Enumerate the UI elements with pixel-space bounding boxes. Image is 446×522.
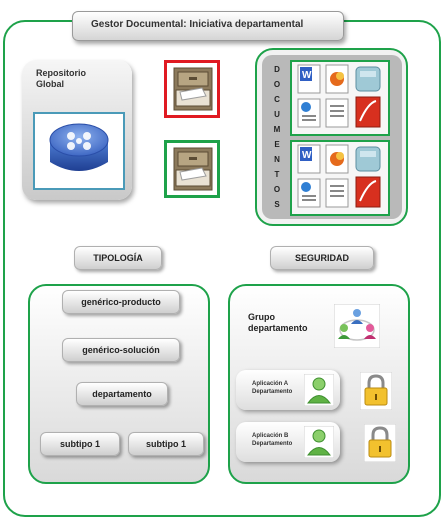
documents-vertical-label: D O C U M E N T O S (268, 62, 286, 212)
svg-text:W: W (302, 70, 312, 81)
documents-letter: O (273, 184, 281, 194)
documents-letter: N (274, 154, 280, 164)
user-b-dept: Departamento (252, 441, 293, 447)
user-b-app: Aplicación B (252, 433, 289, 439)
filing-cabinet-icon (173, 67, 213, 111)
user-a-label: Aplicación A Departamento (252, 380, 304, 396)
group-label: Grupo departamento (248, 312, 328, 334)
user-a-dept: Departamento (252, 389, 293, 395)
group-label-line1: Grupo (248, 312, 275, 322)
filing-cabinet-icon (173, 147, 213, 191)
office-documents-icons: W (297, 64, 381, 128)
user-b-label: Aplicación B Departamento (252, 432, 304, 448)
documents-letter: S (274, 199, 280, 209)
svg-text:W: W (302, 150, 312, 161)
user-icon (304, 426, 334, 458)
documents-letter: D (274, 64, 280, 74)
database-icon (49, 123, 109, 171)
user-icon (304, 374, 334, 406)
documents-letter: E (274, 139, 280, 149)
user-a-app: Aplicación A (252, 381, 289, 387)
tipologia-header: TIPOLOGÍA (74, 246, 162, 270)
documents-letter: M (273, 124, 281, 134)
lock-icon (360, 372, 392, 410)
lock-icon (364, 424, 396, 462)
office-documents-icons: W (297, 144, 381, 208)
documents-letter: U (274, 109, 280, 119)
repository-label-line2: Global (36, 79, 65, 89)
documents-letter: C (274, 94, 280, 104)
tipologia-node-subtipo-left: subtipo 1 (40, 432, 120, 456)
tipologia-node-generico-solucion: genérico-solución (62, 338, 180, 362)
diagram-title: Gestor Documental: Iniciativa departamen… (72, 11, 344, 41)
tipologia-node-subtipo-right: subtipo 1 (128, 432, 204, 456)
repository-label-line1: Repositorio (36, 68, 87, 78)
tipologia-node-generico-producto: genérico-producto (62, 290, 180, 314)
user-group-icon (334, 304, 380, 348)
tipologia-node-departamento: departamento (76, 382, 168, 406)
repository-label: Repositorio Global (36, 68, 116, 90)
seguridad-header: SEGURIDAD (270, 246, 374, 270)
group-label-line2: departamento (248, 323, 308, 333)
documents-letter: T (274, 169, 280, 179)
documents-letter: O (273, 79, 281, 89)
